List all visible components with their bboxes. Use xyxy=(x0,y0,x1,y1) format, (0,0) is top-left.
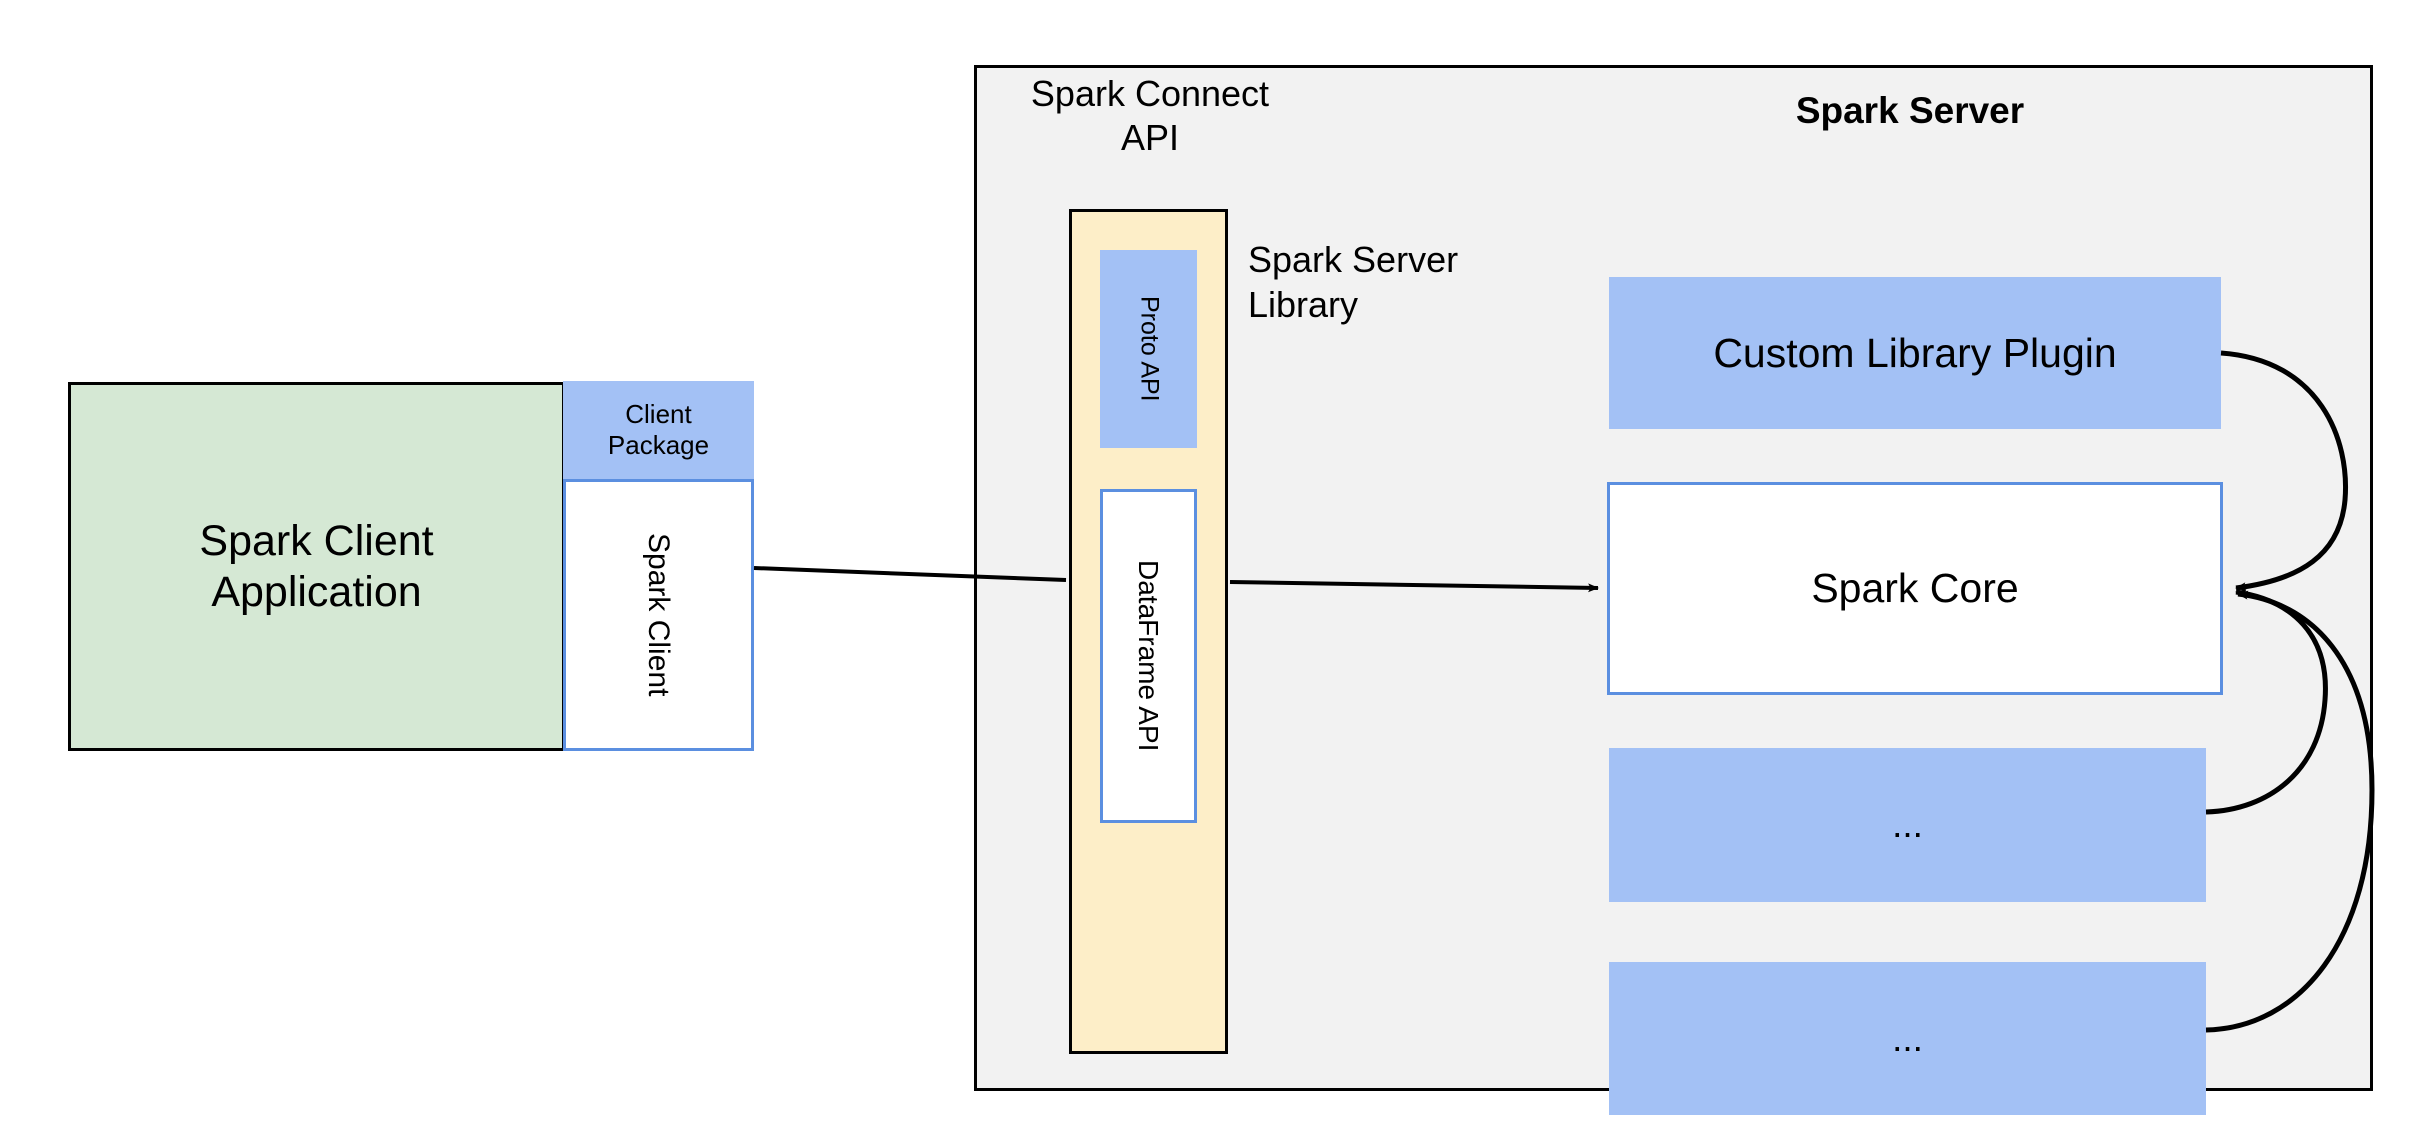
ellipsis-one-label: ... xyxy=(1892,804,1923,846)
custom-library-plugin-box[interactable]: Custom Library Plugin xyxy=(1609,277,2221,429)
proto-api-box[interactable]: Proto API xyxy=(1100,250,1197,448)
client-package-label: Client Package xyxy=(607,399,710,460)
spark-connect-api-text: Spark Connect API xyxy=(1030,73,1270,158)
spark-server-library-text: Spark Server Library xyxy=(1248,239,1459,325)
dataframe-api-box[interactable]: DataFrame API xyxy=(1100,489,1197,823)
dataframe-api-label: DataFrame API xyxy=(1133,560,1165,752)
proto-api-label: Proto API xyxy=(1135,296,1164,402)
spark-core-label: Spark Core xyxy=(1811,565,2019,612)
ellipsis-box-one[interactable]: ... xyxy=(1609,748,2206,902)
spark-server-title-text: Spark Server xyxy=(1795,90,2025,132)
spark-server-title: Spark Server xyxy=(1690,85,2130,137)
ellipsis-two-label: ... xyxy=(1892,1017,1923,1059)
spark-client-application-label: Spark Client Application xyxy=(199,516,434,616)
client-package-box[interactable]: Client Package xyxy=(563,381,754,479)
custom-library-plugin-label: Custom Library Plugin xyxy=(1713,329,2117,376)
spark-client-label: Spark Client xyxy=(642,533,676,697)
ellipsis-box-two[interactable]: ... xyxy=(1609,962,2206,1115)
spark-server-library-label: Spark Server Library xyxy=(1248,238,1578,334)
spark-core-box[interactable]: Spark Core xyxy=(1607,482,2223,695)
spark-client-box[interactable]: Spark Client xyxy=(563,479,754,751)
spark-client-application-box[interactable]: Spark Client Application xyxy=(68,382,565,751)
spark-connect-api-label: Spark Connect API xyxy=(1000,66,1300,158)
